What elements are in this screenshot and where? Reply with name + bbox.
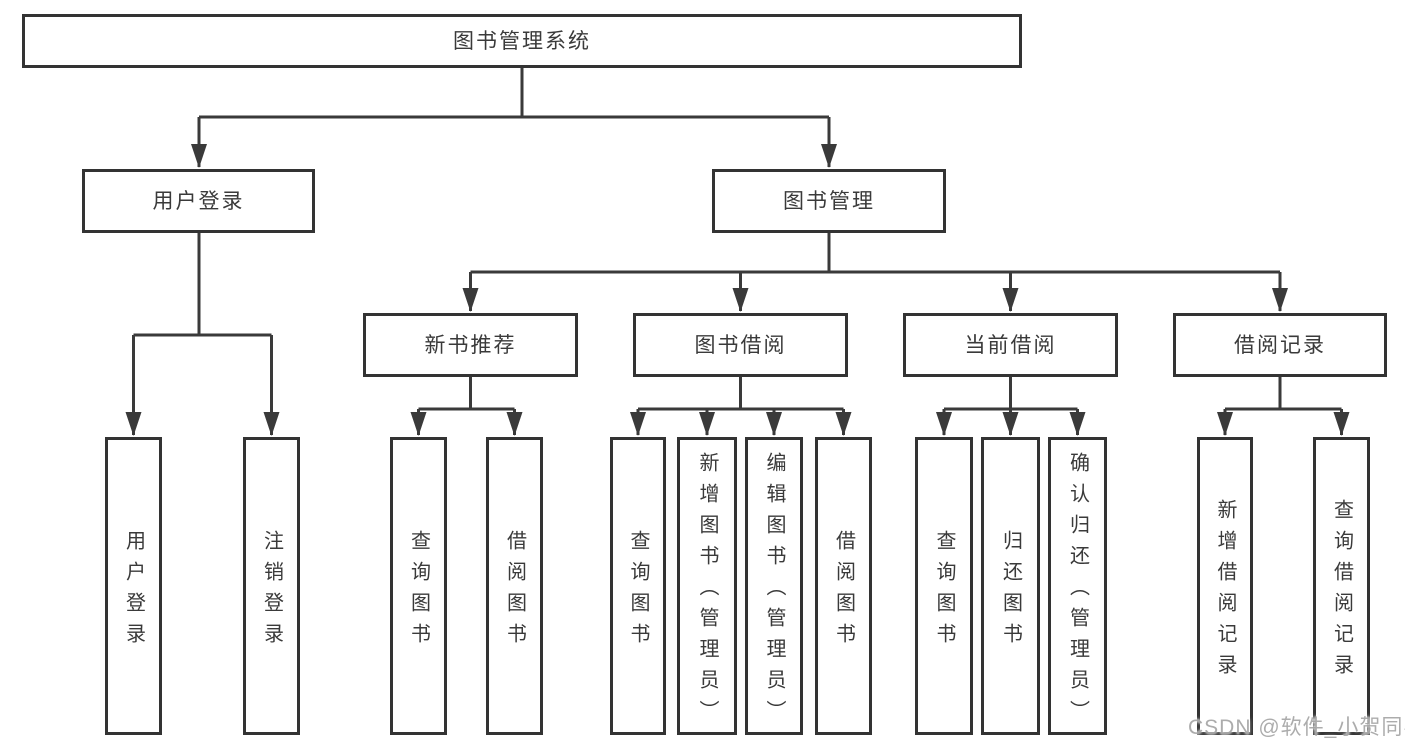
leaf-query-borrow-record: 查询借阅记录 bbox=[1313, 437, 1370, 735]
leaf-query-books-borrow: 查询图书 bbox=[610, 437, 666, 735]
leaf-borrow-books-recommend: 借阅图书 bbox=[486, 437, 543, 735]
leaf-confirm-return-admin: 确认归还（管理员） bbox=[1048, 437, 1107, 735]
watermark: CSDN @软件_小贺同学 bbox=[1188, 716, 1405, 739]
node-user-login: 用户登录 bbox=[82, 169, 315, 233]
node-new-book-recommend: 新书推荐 bbox=[363, 313, 578, 377]
node-borrow-records: 借阅记录 bbox=[1173, 313, 1387, 377]
leaf-add-borrow-record: 新增借阅记录 bbox=[1197, 437, 1253, 735]
node-current-borrow: 当前借阅 bbox=[903, 313, 1118, 377]
leaf-borrow-books: 借阅图书 bbox=[815, 437, 872, 735]
leaf-edit-book-admin: 编辑图书（管理员） bbox=[745, 437, 803, 735]
leaf-return-book: 归还图书 bbox=[981, 437, 1040, 735]
leaf-user-login: 用户登录 bbox=[105, 437, 162, 735]
leaf-query-books-recommend: 查询图书 bbox=[390, 437, 447, 735]
node-book-borrow: 图书借阅 bbox=[633, 313, 848, 377]
leaf-add-book-admin: 新增图书（管理员） bbox=[677, 437, 737, 735]
node-book-management: 图书管理 bbox=[712, 169, 946, 233]
leaf-query-books-current: 查询图书 bbox=[915, 437, 973, 735]
node-book-management-system: 图书管理系统 bbox=[22, 14, 1022, 68]
leaf-logout: 注销登录 bbox=[243, 437, 300, 735]
